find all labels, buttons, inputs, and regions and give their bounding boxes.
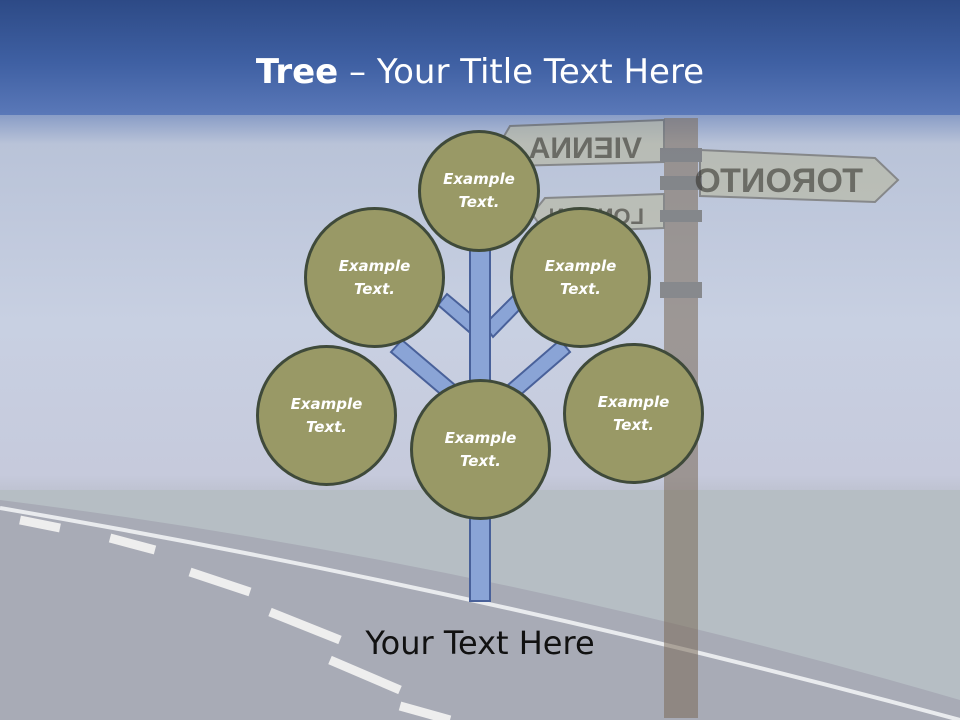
sign-word-toronto: TORONTO — [694, 162, 863, 200]
road — [0, 500, 960, 720]
circle-lower-right: Example Text. — [563, 343, 704, 484]
circle-upper-right-text: Example Text. — [544, 256, 617, 298]
circle-center: Example Text. — [410, 379, 551, 520]
circle-lower-right-text: Example Text. — [597, 392, 670, 434]
road-center-dashes — [19, 515, 452, 720]
title-band — [0, 0, 960, 115]
circle-lower-left-text: Example Text. — [290, 394, 363, 436]
title-bold: Tree — [255, 52, 339, 92]
slide-title: Tree – Your Title Text Here — [0, 52, 960, 92]
circle-upper-left: Example Text. — [304, 207, 445, 348]
title-rest: – Your Title Text Here — [338, 52, 705, 92]
circle-upper-right: Example Text. — [510, 207, 651, 348]
circle-top: Example Text. — [418, 130, 540, 252]
circle-lower-left: Example Text. — [256, 345, 397, 486]
caption-text: Your Text Here — [365, 624, 595, 662]
circle-top-text: Example Text. — [443, 170, 515, 211]
sign-word-vienna: VIENNA — [529, 132, 642, 165]
circle-center-text: Example Text. — [444, 428, 517, 470]
circle-upper-left-text: Example Text. — [338, 256, 411, 298]
